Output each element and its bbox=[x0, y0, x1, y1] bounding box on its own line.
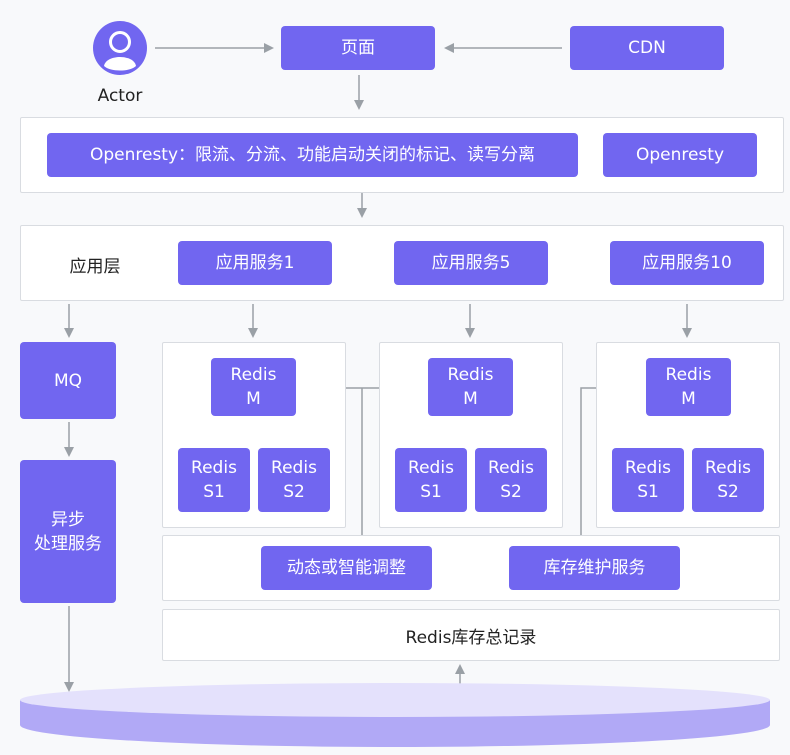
openresty-node[interactable]: Openresty bbox=[603, 133, 757, 177]
app-service-5[interactable]: 应用服务5 bbox=[394, 241, 548, 285]
database-disk bbox=[20, 683, 770, 747]
actor-label: Actor bbox=[97, 86, 143, 106]
redis-master-1[interactable]: Redis M bbox=[211, 358, 296, 416]
async-service-node[interactable]: 异步 处理服务 bbox=[20, 460, 116, 603]
redis-slave-3-1[interactable]: Redis S1 bbox=[612, 448, 684, 512]
redis-master-3[interactable]: Redis M bbox=[646, 358, 731, 416]
redis-slave-2-2[interactable]: Redis S2 bbox=[475, 448, 547, 512]
page-node[interactable]: 页面 bbox=[281, 26, 435, 70]
inventory-service-node[interactable]: 库存维护服务 bbox=[509, 546, 680, 590]
app-service-1[interactable]: 应用服务1 bbox=[178, 241, 332, 285]
openresty-features-node[interactable]: Openresty：限流、分流、功能启动关闭的标记、读写分离 bbox=[47, 133, 578, 177]
redis-slave-1-2[interactable]: Redis S2 bbox=[258, 448, 330, 512]
redis-slave-3-2[interactable]: Redis S2 bbox=[692, 448, 764, 512]
app-layer-label: 应用层 bbox=[69, 256, 121, 277]
dynamic-adjust-node[interactable]: 动态或智能调整 bbox=[261, 546, 432, 590]
redis-total-label: Redis库存总记录 bbox=[405, 627, 537, 648]
app-service-10[interactable]: 应用服务10 bbox=[610, 241, 764, 285]
redis-slave-2-1[interactable]: Redis S1 bbox=[395, 448, 467, 512]
control-panel bbox=[162, 535, 780, 601]
mq-node[interactable]: MQ bbox=[20, 342, 116, 419]
cdn-node[interactable]: CDN bbox=[570, 26, 724, 70]
redis-master-2[interactable]: Redis M bbox=[428, 358, 513, 416]
redis-total-panel bbox=[162, 609, 780, 661]
redis-slave-1-1[interactable]: Redis S1 bbox=[178, 448, 250, 512]
user-avatar-icon bbox=[93, 21, 147, 75]
actor bbox=[92, 20, 148, 76]
